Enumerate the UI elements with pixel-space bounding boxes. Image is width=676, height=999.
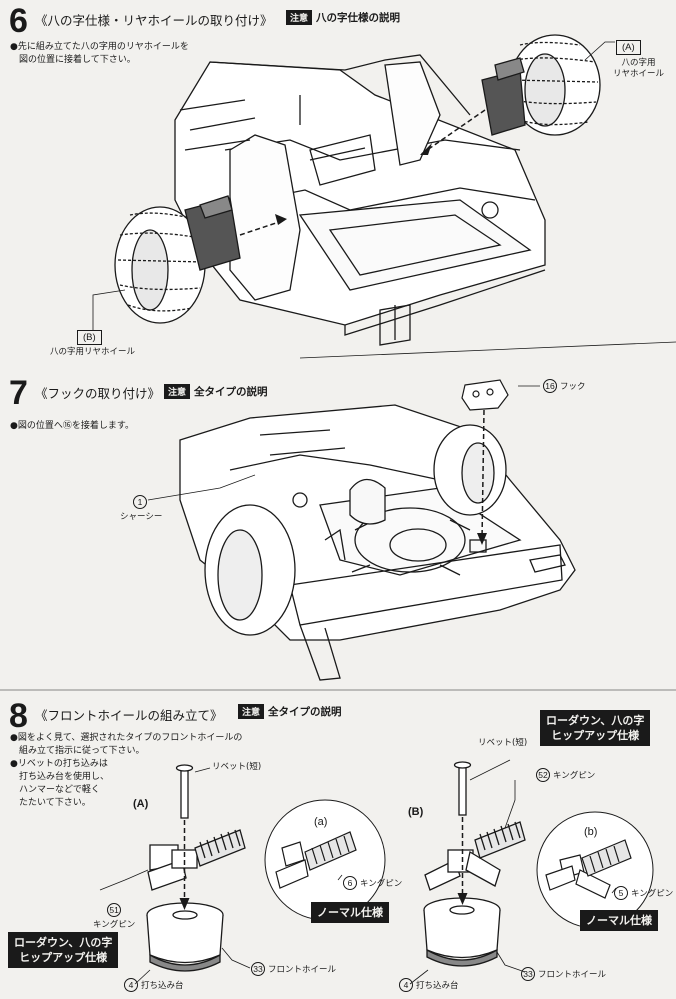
part-number: 1 <box>133 495 147 509</box>
part-number: 33 <box>521 967 535 981</box>
front-wheel-label-a: 33 フロントホイール <box>251 962 336 976</box>
part-number: 52 <box>536 768 550 782</box>
step6-instructions: ●先に組み立てた八の字用のリヤホイールを 図の位置に接着して下さい。 <box>10 42 189 65</box>
part-number: 33 <box>251 962 265 976</box>
assembly-label-b: (B) <box>408 806 424 818</box>
step8-note-tag: 注意 全タイプの説明 <box>238 704 342 719</box>
note-heading: 全タイプの説明 <box>268 706 342 718</box>
part-number: 16 <box>543 379 557 393</box>
rivet-label-a: リベット(短) <box>212 762 262 772</box>
part-number: 5 <box>614 886 628 900</box>
kingpin-6-label: 6 キングピン <box>343 876 402 890</box>
normal-badge-b: ノーマル仕様 <box>580 910 658 931</box>
step6-number: 6 <box>9 2 28 40</box>
step6-title: 《八の字仕様・リヤホイールの取り付け》 <box>35 13 273 28</box>
part-number: 51 <box>107 903 122 917</box>
step7-number: 7 <box>9 374 28 412</box>
anvil-label-b: 4 打ち込み台 <box>399 978 459 992</box>
note-box: 注意 <box>164 384 191 399</box>
note-box: 注意 <box>286 10 313 25</box>
step6-label-b: (B) <box>77 330 102 345</box>
kingpin-52-label: 52 キングピン <box>536 768 595 782</box>
detail-label-a: (a) <box>314 816 328 828</box>
note-box: 注意 <box>238 704 265 719</box>
step7-chassis-num: 1 <box>133 495 147 509</box>
step7-note-tag: 注意 全タイプの説明 <box>164 384 268 399</box>
part-number: 6 <box>343 876 357 890</box>
part-number: 4 <box>399 978 413 992</box>
assembly-label-a: (A) <box>133 798 149 810</box>
note-heading: 全タイプの説明 <box>194 386 268 398</box>
step8-title: 《フロントホイールの組み立て》 <box>35 708 223 723</box>
step6-label-a: (A) <box>616 40 641 55</box>
lowdown-badge-bottom: ローダウン、八の字 ヒップアップ仕様 <box>8 932 119 968</box>
kingpin-51-label: 51 キングピン <box>93 903 136 930</box>
step6-note-tag: 注意 八の字仕様の説明 <box>286 10 400 25</box>
step8-instructions: ●図をよく見て、選択されたタイプのフロントホイールの 組み立て指示に従って下さい… <box>10 733 243 808</box>
step7-chassis-label: シャーシー <box>120 512 163 522</box>
rivet-label-b: リベット(短) <box>478 738 528 748</box>
step6-label-b-desc: 八の字用リヤホイール <box>50 347 136 357</box>
step7-title: 《フックの取り付け》 <box>35 386 161 401</box>
note-heading: 八の字仕様の説明 <box>316 12 401 24</box>
step7-hook-label: 16 フック <box>543 379 586 393</box>
detail-label-b: (b) <box>584 826 598 838</box>
step6-label-a-desc: 八の字用 リヤホイール <box>613 58 665 79</box>
part-number: 4 <box>124 978 138 992</box>
step6-illustration <box>92 34 676 359</box>
step7-instructions: ●図の位置へ⑯を接着します。 <box>10 421 134 431</box>
lowdown-badge-top: ローダウン、八の字 ヒップアップ仕様 <box>540 710 651 746</box>
step8-number: 8 <box>9 697 28 735</box>
front-wheel-label-b: 33 フロントホイール <box>521 967 606 981</box>
kingpin-5-label: 5 キングピン <box>614 886 673 900</box>
anvil-label-a: 4 打ち込み台 <box>124 978 184 992</box>
normal-badge-a: ノーマル仕様 <box>311 902 389 923</box>
